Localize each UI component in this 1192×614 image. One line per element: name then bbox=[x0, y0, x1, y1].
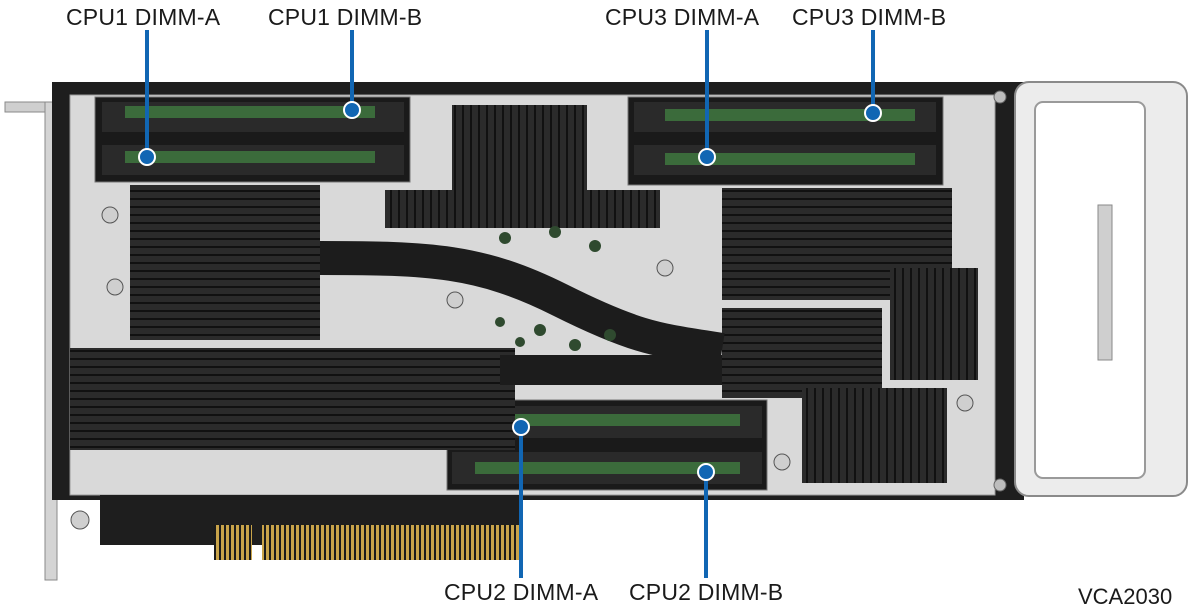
pcie-edge-connector bbox=[100, 495, 520, 560]
board-details bbox=[495, 226, 616, 351]
left-bracket bbox=[4, 101, 58, 581]
cpu2-dimm-b-label: CPU2 DIMM-B bbox=[629, 579, 784, 605]
figure-id: VCA2030 bbox=[1078, 584, 1173, 609]
mounting-screws bbox=[70, 206, 974, 530]
callout-lines bbox=[145, 30, 875, 578]
cpu1-dimm-slots bbox=[94, 96, 411, 183]
cpu1-dimm-b-label: CPU1 DIMM-B bbox=[268, 4, 423, 30]
cpu2-dimm-a-label: CPU2 DIMM-A bbox=[444, 579, 599, 605]
cpu1-dimm-a-label: CPU1 DIMM-A bbox=[66, 4, 221, 30]
cpu3-dimm-slots bbox=[627, 96, 944, 186]
heat-pipe bbox=[319, 241, 725, 367]
callout-dots bbox=[138, 101, 882, 481]
cpu3-dimm-b-label: CPU3 DIMM-B bbox=[792, 4, 947, 30]
heatsinks bbox=[70, 105, 978, 483]
cpu3-dimm-a-label: CPU3 DIMM-A bbox=[605, 4, 760, 30]
right-bracket bbox=[993, 81, 1188, 497]
